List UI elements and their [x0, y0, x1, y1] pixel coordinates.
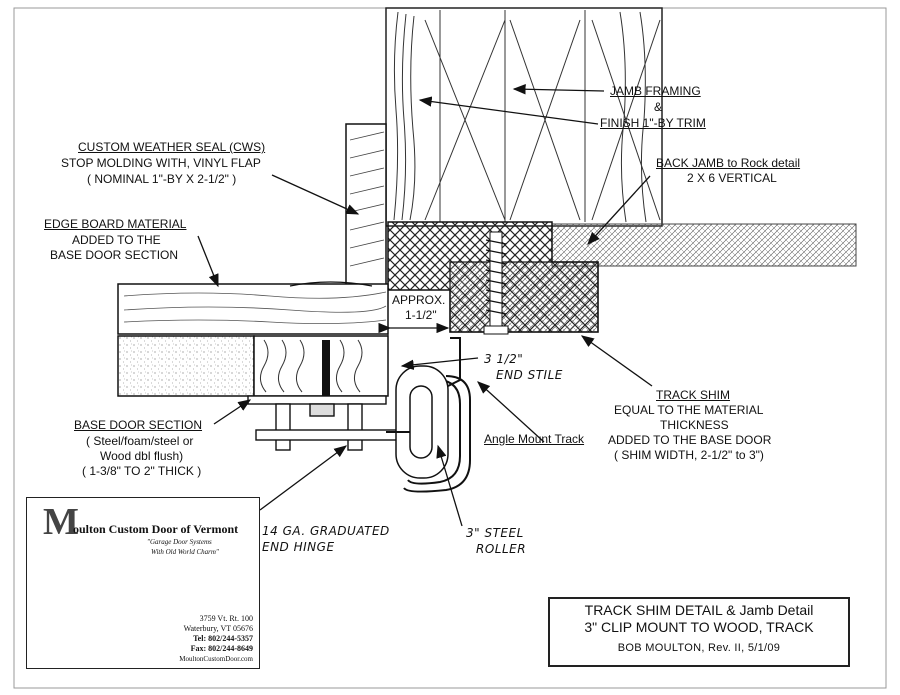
logo-tagline-1: "Garage Door Systems: [147, 538, 212, 546]
label-edge-line1: ADDED TO THE: [72, 233, 161, 247]
label-finish-trim: FINISH 1"-BY TRIM: [600, 116, 706, 130]
label-jamb-framing: JAMB FRAMING: [610, 84, 701, 98]
label-base-door-3: ( 1-3/8" TO 2" THICK ): [82, 464, 202, 478]
label-base-door-title: BASE DOOR SECTION: [74, 418, 203, 432]
logo-fax: Fax: 802/244-8649: [190, 644, 253, 653]
lag-screw: [483, 231, 509, 335]
label-ampersand: &: [654, 100, 663, 114]
label-base-door-1: ( Steel/foam/steel or: [86, 434, 194, 448]
label-track-shim-2: THICKNESS: [660, 418, 729, 432]
logo-website: MoultonCustomDoor.com: [179, 655, 253, 663]
label-edge-title: EDGE BOARD MATERIAL: [44, 217, 187, 231]
label-track-shim-title: TRACK SHIM: [656, 388, 731, 402]
title-line-2: 3" CLIP MOUNT TO WOOD, TRACK: [584, 619, 814, 635]
label-edge-line2: BASE DOOR SECTION: [50, 248, 179, 262]
label-base-door-2: Wood dbl flush): [100, 449, 184, 463]
label-hinge-1: 14 GA. GRADUATED: [262, 524, 390, 538]
label-cws-line1: STOP MOLDING WITH, VINYL FLAP: [61, 156, 261, 170]
logo-tagline-2: With Old World Charm": [151, 548, 219, 556]
label-track-shim-3: ADDED TO THE BASE DOOR: [608, 433, 772, 447]
label-cws-title: CUSTOM WEATHER SEAL (CWS): [78, 140, 266, 154]
approx-dimension: [378, 290, 450, 336]
steel-roller: [386, 365, 449, 479]
label-end-stile: END STILE: [496, 368, 563, 382]
label-track-shim-1: EQUAL TO THE MATERIAL: [614, 403, 764, 417]
stop-molding: [345, 123, 387, 289]
title-author-revision: BOB MOULTON, Rev. II, 5/1/09: [617, 642, 781, 654]
logo-company-name: oulton Custom Door of Vermont: [73, 522, 239, 536]
logo-initial: M: [43, 501, 79, 543]
angle-mount-track: [403, 337, 471, 493]
leader-lines: [197, 84, 653, 527]
jamb-framing: [385, 7, 663, 227]
logo-address-1: 3759 Vt. Rt. 100: [199, 614, 253, 623]
label-track-shim-4: ( SHIM WIDTH, 2-1/2" to 3"): [614, 448, 764, 462]
label-hinge-2: END HINGE: [262, 540, 335, 554]
logo-phone: Tel: 802/244-5357: [193, 634, 253, 643]
company-logo-panel: M oulton Custom Door of Vermont "Garage …: [26, 497, 260, 669]
label-end-stile-size: 3 1/2": [484, 352, 524, 366]
label-back-jamb: BACK JAMB to Rock detail: [656, 156, 801, 170]
label-approx-value: 1-1/2": [405, 308, 437, 322]
end-stile: [253, 335, 389, 404]
label-roller-2: ROLLER: [476, 542, 527, 556]
logo-address-2: Waterbury, VT 05676: [183, 624, 253, 633]
label-2x6-vertical: 2 X 6 VERTICAL: [687, 171, 777, 185]
edge-board: [117, 281, 389, 335]
title-line-1: TRACK SHIM DETAIL & Jamb Detail: [584, 602, 814, 618]
label-cws-line2: ( NOMINAL 1"-BY X 2-1/2" ): [87, 172, 237, 186]
track-shim: [449, 261, 599, 333]
back-jamb-rock: [551, 223, 857, 267]
label-angle-mount-track: Angle Mount Track: [484, 432, 585, 446]
foam-core: [117, 335, 255, 397]
label-approx: APPROX.: [392, 293, 446, 307]
title-block: TRACK SHIM DETAIL & Jamb Detail 3" CLIP …: [548, 597, 850, 667]
end-hinge: [247, 395, 407, 451]
label-roller-1: 3" STEEL: [466, 526, 524, 540]
